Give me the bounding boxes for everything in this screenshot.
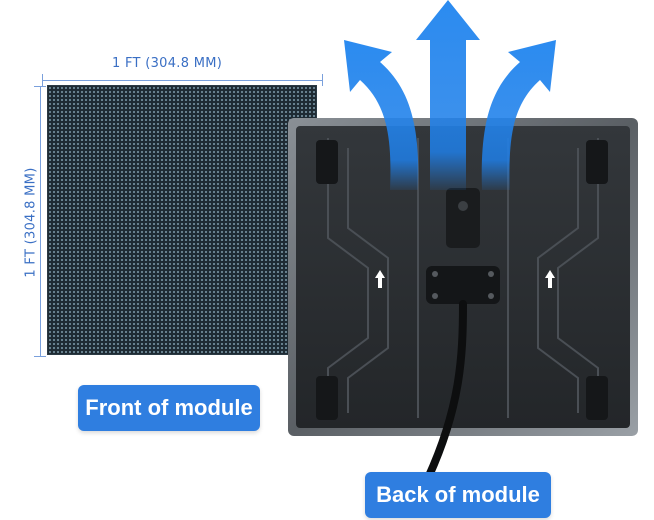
width-dimension-line: [42, 80, 322, 81]
width-dimension-label: 1 FT (304.8 MM): [112, 56, 223, 71]
connector-icon: [426, 266, 500, 304]
airflow-arrow-left: [344, 40, 419, 190]
airflow-arrow-icon: [344, 0, 556, 190]
power-cable-icon: [424, 300, 467, 478]
airflow-arrow-right: [481, 40, 556, 190]
width-dimension-tick-left: [42, 74, 43, 86]
airflow-arrow-center: [416, 0, 480, 190]
height-dimension-tick-top: [34, 86, 46, 87]
handle-icon: [316, 140, 608, 420]
height-dimension-tick-bottom: [34, 356, 46, 357]
back-module-image: [288, 118, 638, 478]
height-dimension-line: [40, 86, 41, 356]
back-module-label: Back of module: [365, 472, 551, 518]
orientation-arrow-icon: [375, 270, 555, 288]
front-led-module: [48, 86, 316, 354]
width-dimension-tick-right: [322, 74, 323, 86]
front-module-label: Front of module: [78, 385, 260, 431]
height-dimension-label: 1 FT (304.8 MM): [23, 167, 39, 278]
